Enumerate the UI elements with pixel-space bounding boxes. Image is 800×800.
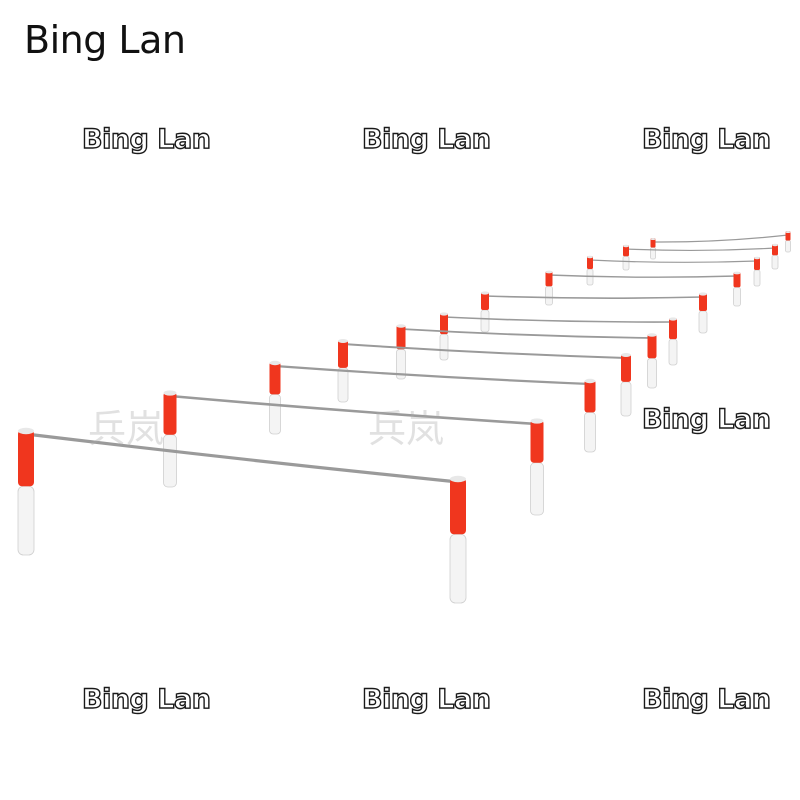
- post-right-red: [450, 478, 466, 535]
- post-left-white: [622, 255, 630, 271]
- post-cap: [647, 333, 657, 337]
- post-right-white: [530, 462, 544, 516]
- post-left-red: [163, 392, 177, 435]
- post-cap: [269, 360, 281, 366]
- post-right-white: [584, 411, 596, 453]
- post-right-white: [449, 533, 467, 604]
- post-cap: [785, 231, 791, 233]
- hurdle-cable: [443, 316, 674, 323]
- post-cap: [621, 353, 631, 357]
- post-right-white: [771, 254, 779, 270]
- post-right-red: [621, 354, 631, 382]
- post-left-red: [440, 313, 448, 335]
- hurdle-cable: [625, 247, 776, 252]
- hurdle-cable: [400, 328, 653, 339]
- post-cap: [669, 317, 677, 321]
- post-right-red: [772, 244, 778, 256]
- post-right-white: [698, 310, 708, 334]
- post-right-white: [733, 286, 741, 307]
- post-right-red: [699, 293, 707, 311]
- hurdle-cable: [169, 394, 538, 426]
- brand-title: Bing Lan: [24, 18, 186, 62]
- post-cap: [623, 244, 629, 248]
- post-left-red: [481, 292, 489, 310]
- post-right-white: [647, 357, 657, 389]
- post-left-white: [163, 434, 177, 488]
- post-left-red: [18, 430, 34, 487]
- watermark-bottom-right: Bing Lan: [641, 683, 771, 715]
- post-right-red: [785, 231, 791, 241]
- post-left-white: [480, 309, 490, 333]
- post-left-red: [587, 256, 593, 270]
- hurdle-cable: [548, 274, 738, 278]
- hurdle-cable: [25, 432, 459, 484]
- watermark-cn-1: 兵岚: [88, 407, 165, 451]
- hurdle-cable: [274, 364, 591, 386]
- post-right-red: [647, 334, 657, 359]
- post-cap: [584, 378, 596, 384]
- post-right-red: [584, 380, 596, 413]
- post-cap: [440, 312, 448, 316]
- post-right-white: [753, 269, 761, 287]
- post-cap: [772, 243, 778, 247]
- watermark-middle-right: Bing Lan: [641, 403, 771, 435]
- post-left-red: [269, 362, 281, 395]
- post-left-white: [545, 285, 553, 306]
- post-right-red: [733, 272, 741, 288]
- watermark-cn-2: 兵岚: [368, 407, 445, 451]
- watermark-top-right: Bing Lan: [641, 123, 771, 155]
- post-left-red: [650, 238, 656, 248]
- post-right-red: [669, 318, 677, 340]
- post-cap: [481, 291, 489, 295]
- post-right-white: [668, 338, 678, 366]
- post-left-red: [396, 325, 406, 350]
- post-cap: [163, 390, 177, 396]
- post-left-white: [650, 247, 656, 260]
- watermark-bottom-center: Bing Lan: [361, 683, 491, 715]
- post-left-white: [337, 367, 349, 403]
- post-cap: [587, 255, 593, 259]
- hurdle-cable: [652, 234, 789, 243]
- watermark-top-left: Bing Lan: [81, 123, 211, 155]
- post-cap: [754, 256, 760, 260]
- post-cap: [18, 427, 34, 435]
- hurdle-cable: [589, 259, 758, 263]
- post-left-red: [338, 340, 348, 368]
- watermark-bottom-left: Bing Lan: [81, 683, 211, 715]
- watermark-top-center: Bing Lan: [361, 123, 491, 155]
- post-right-white: [785, 240, 791, 253]
- post-left-red: [623, 245, 629, 257]
- hurdle-cable: [484, 295, 704, 299]
- post-right-white: [620, 381, 632, 417]
- hurdle-cable: [342, 343, 627, 359]
- post-cap: [699, 292, 707, 296]
- post-left-white: [17, 485, 35, 556]
- post-left-white: [439, 333, 449, 361]
- post-left-red: [545, 271, 553, 287]
- post-right-red: [530, 420, 544, 463]
- post-cap: [396, 324, 406, 328]
- post-cap: [450, 475, 466, 483]
- post-cap: [530, 418, 544, 424]
- post-right-red: [754, 257, 760, 271]
- post-cap: [338, 339, 348, 343]
- post-cap: [733, 271, 741, 275]
- post-left-white: [269, 393, 281, 435]
- post-cap: [545, 270, 553, 274]
- post-cap: [650, 238, 656, 240]
